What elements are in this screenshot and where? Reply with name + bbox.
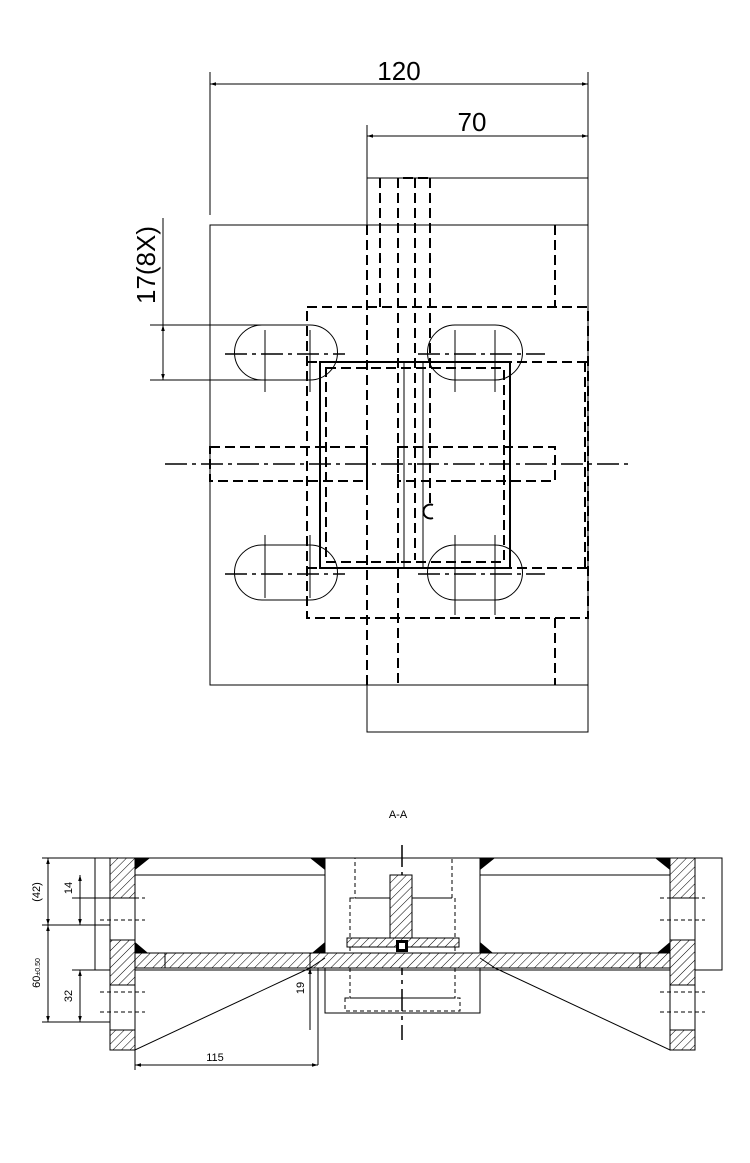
dim-60-label: 60±0.50 xyxy=(31,958,43,988)
top-bracket-outline xyxy=(366,177,589,226)
slot-top-left xyxy=(225,324,345,392)
dim-17-8x-label: 17(8X) xyxy=(131,226,161,304)
hidden-frame xyxy=(306,177,589,685)
bottom-bracket-outline xyxy=(366,684,589,733)
dimension-14: 14 xyxy=(63,875,110,925)
dim-115-label: 115 xyxy=(206,1052,224,1064)
dimension-19: 19 xyxy=(295,953,325,1065)
central-hub xyxy=(324,857,481,1014)
dim-19-label: 19 xyxy=(295,982,307,994)
slot-bottom-right xyxy=(418,535,545,615)
center-horizontal-slot xyxy=(165,446,630,482)
left-rib xyxy=(134,967,311,1051)
dim-120-label: 120 xyxy=(377,56,420,86)
top-view: 120 70 17(8X) xyxy=(131,56,630,733)
dimension-42: (42) xyxy=(31,857,110,926)
dimension-120: 120 xyxy=(209,56,589,225)
dimension-60: 60±0.50 xyxy=(31,925,110,1023)
dim-32-label: 32 xyxy=(63,990,75,1002)
dimension-115: 115 xyxy=(134,1050,318,1070)
base-plate-section xyxy=(134,952,671,969)
slot-bottom-left xyxy=(225,535,345,601)
section-title: A-A xyxy=(389,809,408,821)
dim-70-label: 70 xyxy=(458,107,487,137)
right-rib xyxy=(494,967,671,1051)
inner-block xyxy=(319,361,511,569)
dimension-32: 32 xyxy=(63,969,110,1022)
dim-42-label: (42) xyxy=(31,882,43,902)
hook-detail xyxy=(422,503,434,520)
dimension-slot-17: 17(8X) xyxy=(131,218,310,381)
gusset-corner xyxy=(135,858,150,870)
left-flange xyxy=(100,857,145,1051)
slot-top-right xyxy=(418,324,545,392)
section-view: A-A xyxy=(31,809,723,1070)
dimension-70: 70 xyxy=(366,107,588,178)
right-flange xyxy=(660,857,705,1051)
dim-14-label: 14 xyxy=(63,882,75,894)
